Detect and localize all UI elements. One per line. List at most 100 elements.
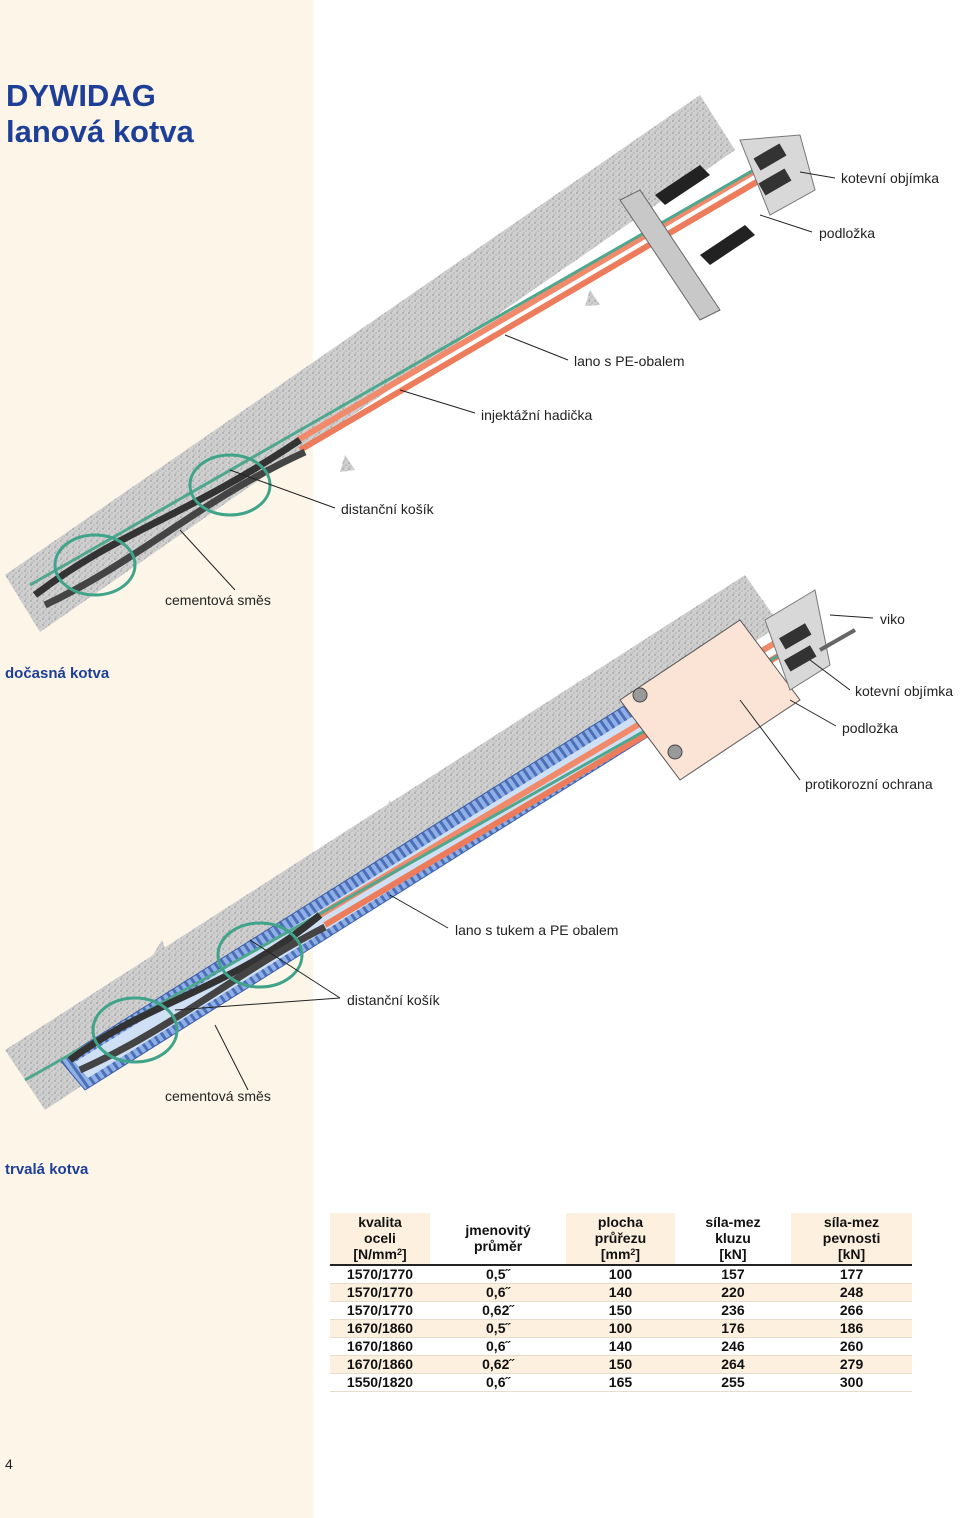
wedge-grip [779, 623, 812, 650]
header-text: kvalita [358, 1214, 402, 1230]
strand [296, 165, 762, 443]
grout-tube [29, 153, 781, 587]
temporary-anchor-drawing [5, 95, 836, 632]
header-text: plocha [597, 1214, 644, 1230]
title-line-1: DYWIDAG [6, 78, 156, 113]
leader-line [759, 214, 813, 233]
header-text: [kN] [837, 1246, 866, 1262]
table-row: 1550/1820 0,6˝ 165 255 300 [330, 1373, 912, 1392]
leader-line [214, 1024, 249, 1091]
table-row: 1670/1860 0,6˝ 140 246 260 [330, 1337, 912, 1356]
callout-grout: cementová směs [165, 1088, 271, 1104]
table-cell: 300 [791, 1373, 912, 1392]
header-cross-section: plocha průřezu [mm2] [566, 1213, 675, 1266]
spacer-ring [53, 533, 137, 597]
table-cell: 100 [566, 1319, 675, 1338]
page-number: 4 [5, 1456, 13, 1472]
leader-line [249, 939, 341, 999]
plate-bracket [655, 165, 710, 205]
table-cell: 0,6˝ [430, 1337, 567, 1356]
callout-bearing-plate: podložka [819, 225, 876, 241]
grout-spike [150, 470, 170, 492]
grout-spike [540, 700, 558, 722]
leader-line [504, 334, 569, 361]
header-sup: 2 [630, 1247, 636, 1257]
callout-anchor-sleeve: kotevní objímka [841, 170, 940, 186]
table-cell: 150 [566, 1355, 675, 1374]
sidebar-panel [0, 0, 313, 1518]
header-nominal-diameter: jmenovitý průměr [430, 1213, 567, 1266]
leader-line [174, 997, 341, 1011]
title-line-2: lanová kotva [6, 114, 194, 149]
table-cell: 1670/1860 [330, 1319, 430, 1338]
leader-line [829, 614, 874, 619]
table-cell: 150 [566, 1301, 675, 1320]
table-cell: 0,6˝ [430, 1373, 567, 1392]
grout-spike [500, 248, 518, 270]
header-text: [mm [600, 1246, 631, 1262]
wedge-grip [784, 645, 817, 672]
seal-ball [667, 744, 683, 760]
table-row: 1670/1860 0,5˝ 100 176 186 [330, 1319, 912, 1338]
header-text: pevnosti [822, 1230, 881, 1246]
header-text: průměr [473, 1238, 523, 1254]
table-cell: 0,62˝ [430, 1355, 567, 1374]
table-cell: 248 [791, 1283, 912, 1302]
table-cell: 140 [566, 1337, 675, 1356]
wedge-grip [753, 143, 787, 171]
callout-spacer: distanční košík [347, 992, 440, 1008]
page-title: DYWIDAG lanová kotva [6, 78, 194, 150]
cap-bolt [819, 628, 856, 652]
leader-line [179, 529, 236, 591]
table-row: 1670/1860 0,62˝ 150 264 279 [330, 1355, 912, 1374]
callout-corrosion-protection: protikorozní ochrana [805, 776, 933, 792]
leader-line [389, 894, 449, 929]
leader-line [739, 699, 801, 781]
table-cell: 1570/1770 [330, 1283, 430, 1302]
strand-bond [78, 923, 327, 1074]
header-text: síla-mez [823, 1214, 880, 1230]
callout-bearing-plate: podložka [842, 720, 899, 736]
table-cell: 165 [566, 1373, 675, 1392]
table-cell: 1570/1770 [330, 1265, 430, 1284]
header-yield-force: síla-mez kluzu [kN] [674, 1213, 792, 1266]
table-cell: 1670/1860 [330, 1355, 430, 1374]
table-cell: 157 [674, 1265, 792, 1284]
leader-line [799, 171, 836, 179]
strand-bond [67, 912, 323, 1063]
anchor-illustrations [5, 95, 874, 1110]
table-cell: 0,62˝ [430, 1301, 567, 1320]
table-header-row: kvalita oceli [N/mm2] jmenovitý průměr p… [330, 1213, 912, 1266]
table-cell: 177 [791, 1265, 912, 1284]
callout-anchor-sleeve: kotevní objímka [855, 683, 954, 699]
header-text: síla-mez [705, 1214, 761, 1230]
callout-grout-tube: injektážní hadička [481, 407, 593, 423]
grout-spike [380, 800, 398, 822]
callout-strand-grease-pe: lano s tukem a PE obalem [455, 922, 619, 938]
table-row: 1570/1770 0,5˝ 100 157 177 [330, 1265, 912, 1284]
callout-cap: viko [880, 611, 905, 627]
table-row: 1570/1770 0,6˝ 140 220 248 [330, 1283, 912, 1302]
table-cell: 100 [566, 1265, 675, 1284]
header-text: kluzu [715, 1230, 751, 1246]
table-cell: 1570/1770 [330, 1301, 430, 1320]
leader-line [809, 659, 851, 691]
leader-line [789, 699, 837, 727]
header-text: oceli [364, 1230, 396, 1246]
table-cell: 236 [674, 1301, 792, 1320]
strand-bond [32, 437, 302, 598]
grout-spike [280, 380, 298, 402]
header-sup: 2 [396, 1247, 402, 1257]
leader-line [229, 469, 336, 509]
table-cell: 1670/1860 [330, 1337, 430, 1356]
grout-spike [340, 455, 355, 472]
grout-spike [585, 290, 600, 306]
table-cell: 260 [791, 1337, 912, 1356]
bearing-plate [619, 189, 721, 321]
table-cell: 186 [791, 1319, 912, 1338]
grout-body [5, 95, 735, 632]
strand-specification-table: kvalita oceli [N/mm2] jmenovitý průměr p… [330, 1213, 912, 1392]
table-cell: 279 [791, 1355, 912, 1374]
table-cell: 0,5˝ [430, 1319, 567, 1338]
table-cell: 1550/1820 [330, 1373, 430, 1392]
